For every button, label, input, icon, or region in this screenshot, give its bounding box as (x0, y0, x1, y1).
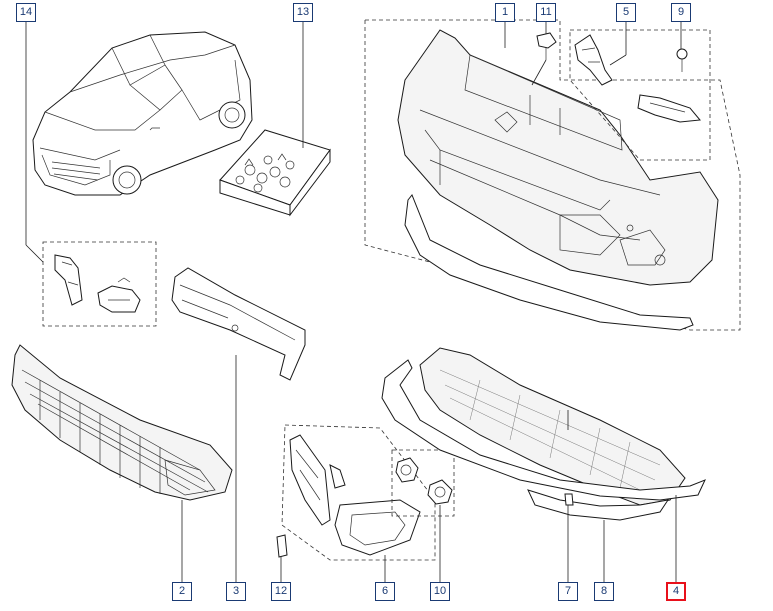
callout-3[interactable]: 3 (226, 582, 246, 601)
clip-kit-box (219, 129, 331, 217)
callout-14[interactable]: 14 (16, 3, 36, 22)
callout-9[interactable]: 9 (671, 3, 691, 22)
callout-10[interactable]: 10 (430, 582, 450, 601)
fog-lamp-covers (391, 449, 455, 517)
screw-11 (536, 32, 557, 60)
side-brackets (569, 29, 711, 161)
callout-6[interactable]: 6 (375, 582, 395, 601)
callout-11[interactable]: 11 (536, 3, 556, 22)
callout-4-selected[interactable]: 4 (666, 582, 686, 601)
callout-7[interactable]: 7 (558, 582, 578, 601)
fog-surround-set (276, 424, 436, 561)
lower-grille (11, 344, 233, 501)
car-grille-lines (51, 161, 101, 181)
engine-undertray (381, 347, 706, 521)
car-rear-wheel (218, 101, 246, 129)
callout-5[interactable]: 5 (616, 3, 636, 22)
leader-lines (25, 18, 682, 582)
callout-1[interactable]: 1 (495, 3, 515, 22)
vehicle-illustration (32, 31, 253, 196)
callout-13[interactable]: 13 (293, 3, 313, 22)
front-bumper-cover (364, 19, 741, 331)
upper-grille-trim (171, 267, 306, 381)
car-front-wheel (112, 165, 142, 195)
callout-12[interactable]: 12 (271, 582, 291, 601)
bracket-set-14 (42, 241, 157, 327)
callout-2[interactable]: 2 (172, 582, 192, 601)
callout-8[interactable]: 8 (594, 582, 614, 601)
